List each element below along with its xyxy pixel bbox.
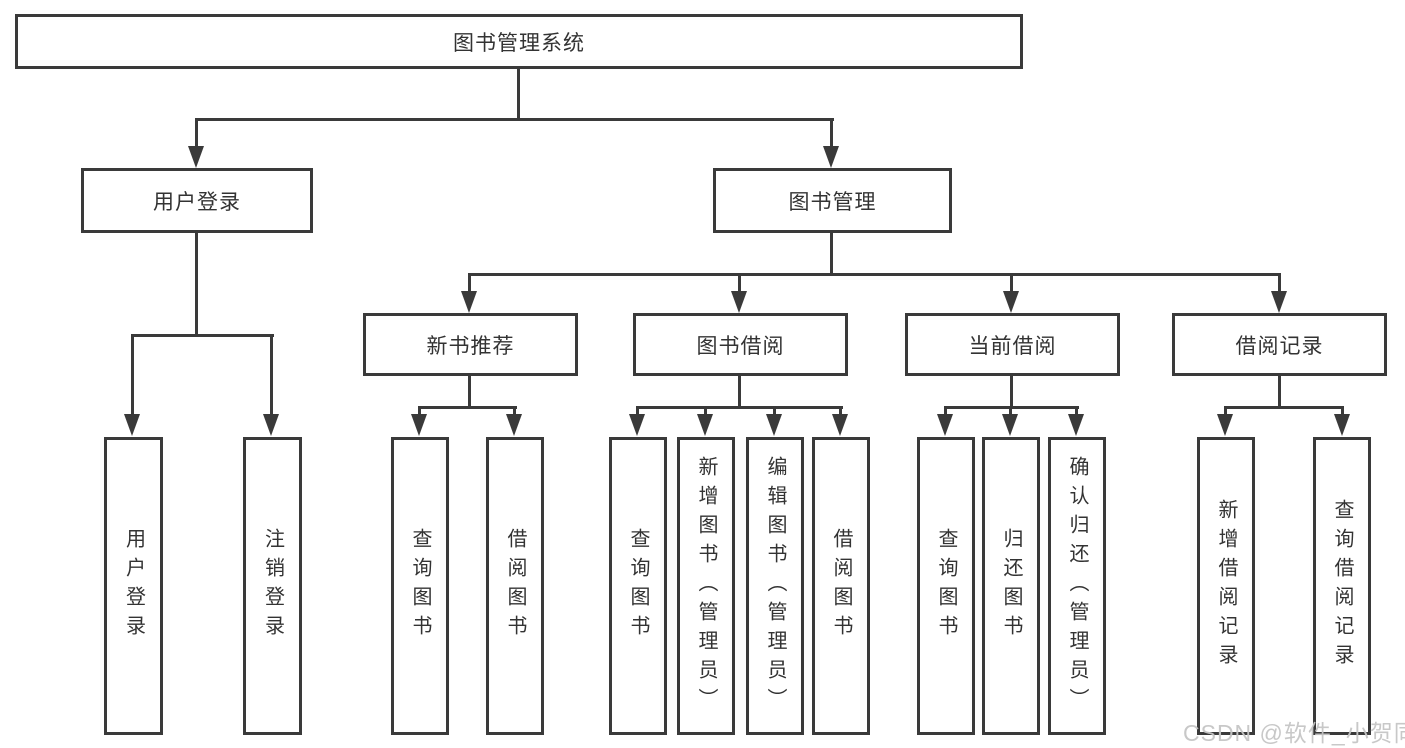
node-current-borrowing: 当前借阅 <box>905 313 1120 376</box>
connector-new-book-rec-stem <box>468 273 471 296</box>
arrowhead-current-borrow <box>1003 291 1019 313</box>
connector-level3-bus <box>468 273 1281 276</box>
arrowhead-book-mgmt <box>823 146 839 168</box>
node-label: 图书管理系统 <box>453 31 585 55</box>
arrowhead-bb-edit <box>766 414 782 436</box>
leaf-logout-login: 注销登录 <box>243 437 302 735</box>
arrowhead-borrow-records <box>1271 291 1287 313</box>
leaf-add-borrow-record: 新增借阅记录 <box>1197 437 1255 735</box>
connector-bb-borrow-stem <box>839 406 842 418</box>
connector-bb-down <box>738 376 741 409</box>
connector-borrow-records-stem <box>1278 273 1281 296</box>
arrowhead-bb-add <box>697 414 713 436</box>
leaf-query-books-recommend: 查询图书 <box>391 437 449 735</box>
leaf-query-books-current: 查询图书 <box>917 437 975 735</box>
connector-cb-down <box>1010 376 1013 409</box>
arrowhead-br-add <box>1217 414 1233 436</box>
connector-nbr-bus <box>418 406 517 409</box>
arrowhead-book-borrow <box>731 291 747 313</box>
connector-root-stem <box>517 69 520 119</box>
arrowhead-cb-confirm <box>1068 414 1084 436</box>
connector-book-mgmt-stem <box>830 118 833 151</box>
connector-cb-confirm-stem <box>1075 406 1078 418</box>
node-borrowing-records: 借阅记录 <box>1172 313 1387 376</box>
arrowhead-nbr-query <box>411 414 427 436</box>
arrowhead-br-query <box>1334 414 1350 436</box>
connector-bb-add-stem <box>704 406 707 418</box>
node-book-borrowing: 图书借阅 <box>633 313 848 376</box>
connector-user-login-stem <box>195 118 198 151</box>
arrowhead-bb-query <box>629 414 645 436</box>
arrowhead-cb-return <box>1002 414 1018 436</box>
leaf-confirm-return-admin: 确认归还（管理员） <box>1048 437 1106 735</box>
leaf-label: 查询借阅记录 <box>1331 499 1353 673</box>
arrowhead-new-book-rec <box>461 291 477 313</box>
arrowhead-nbr-borrow <box>506 414 522 436</box>
node-library-management-system: 图书管理系统 <box>15 14 1023 69</box>
leaf-label: 确认归还（管理员） <box>1066 455 1088 717</box>
arrowhead-leaf-logout <box>263 414 279 436</box>
leaf-label: 借阅图书 <box>504 528 526 644</box>
leaf-label: 查询图书 <box>935 528 957 644</box>
connector-cb-return-stem <box>1009 406 1012 418</box>
leaf-label: 归还图书 <box>1000 528 1022 644</box>
leaf-query-books-borrowing: 查询图书 <box>609 437 667 735</box>
connector-current-borrow-stem <box>1010 273 1013 296</box>
connector-br-query-stem <box>1341 406 1344 418</box>
connector-nbr-borrow-stem <box>513 406 516 418</box>
leaf-query-borrow-record: 查询借阅记录 <box>1313 437 1371 735</box>
arrowhead-bb-borrow <box>832 414 848 436</box>
connector-bb-query-stem <box>636 406 639 418</box>
node-label: 图书借阅 <box>696 334 785 358</box>
node-new-book-recommend: 新书推荐 <box>363 313 578 376</box>
connector-br-bus <box>1224 406 1344 409</box>
connector-book-mgmt-down <box>830 233 833 273</box>
leaf-label: 用户登录 <box>122 528 145 644</box>
leaf-borrow-books-recommend: 借阅图书 <box>486 437 544 735</box>
node-label: 新书推荐 <box>426 334 515 358</box>
connector-cb-query-stem <box>944 406 947 418</box>
connector-nbr-down <box>468 376 471 409</box>
leaf-label: 借阅图书 <box>830 528 852 644</box>
leaf-label: 注销登录 <box>261 528 284 644</box>
leaf-user-login: 用户登录 <box>104 437 163 735</box>
leaf-label: 查询图书 <box>409 528 431 644</box>
leaf-return-books: 归还图书 <box>982 437 1040 735</box>
leaf-label: 新增借阅记录 <box>1215 499 1237 673</box>
node-book-management: 图书管理 <box>713 168 952 233</box>
node-label: 借阅记录 <box>1235 334 1324 358</box>
node-label: 当前借阅 <box>968 334 1057 358</box>
connector-book-borrow-stem <box>738 273 741 296</box>
connector-bb-edit-stem <box>773 406 776 418</box>
leaf-label: 查询图书 <box>627 528 649 644</box>
connector-level1-bus <box>195 118 834 121</box>
arrowhead-leaf-user-login <box>124 414 140 436</box>
csdn-watermark: CSDN @软件_小贺同学 <box>1183 720 1405 746</box>
leaf-borrow-books-borrowing: 借阅图书 <box>812 437 870 735</box>
connector-leaf-user-login-stem <box>131 334 134 416</box>
connector-br-down <box>1278 376 1281 409</box>
arrowhead-cb-query <box>937 414 953 436</box>
leaf-label: 编辑图书（管理员） <box>764 455 786 717</box>
connector-user-login-bus <box>131 334 274 337</box>
leaf-edit-books-admin: 编辑图书（管理员） <box>746 437 804 735</box>
connector-leaf-logout-stem <box>270 334 273 416</box>
connector-user-login-down <box>195 233 198 337</box>
connector-bb-bus <box>636 406 843 409</box>
connector-nbr-query-stem <box>418 406 421 418</box>
leaf-add-books-admin: 新增图书（管理员） <box>677 437 735 735</box>
node-user-login: 用户登录 <box>81 168 313 233</box>
connector-br-add-stem <box>1224 406 1227 418</box>
arrowhead-user-login <box>188 146 204 168</box>
leaf-label: 新增图书（管理员） <box>695 455 717 717</box>
node-label: 用户登录 <box>153 190 241 214</box>
node-label: 图书管理 <box>788 190 877 214</box>
